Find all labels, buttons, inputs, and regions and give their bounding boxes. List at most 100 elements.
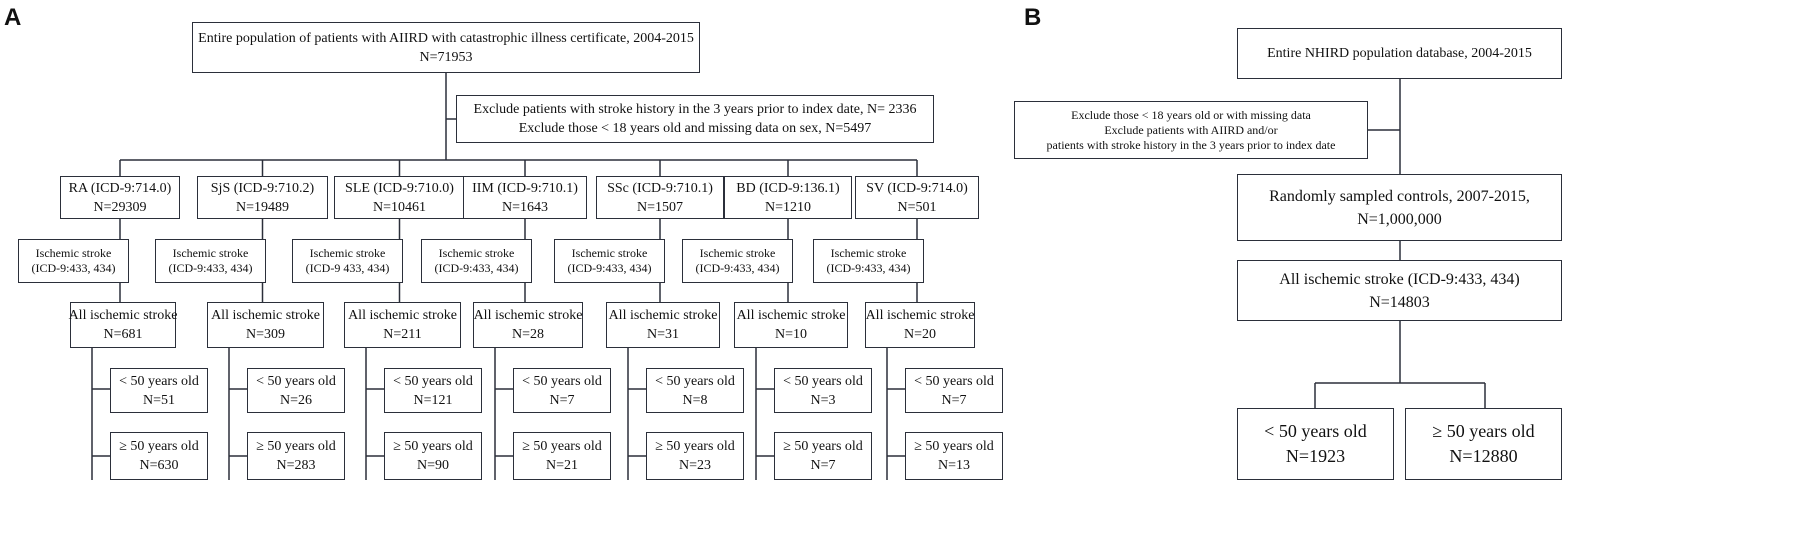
a-group-2-stroke-label-line-2: (ICD-9:433, 434): [168, 261, 253, 275]
a-exclusion-box: Exclude patients with stroke history in …: [456, 95, 934, 143]
a-top-box-line-1: Entire population of patients with AIIRD…: [198, 30, 694, 46]
a-group-1-under50-box-line-2: N=51: [142, 392, 175, 408]
a-group-1-stroke-label-line-1: Ischemic stroke: [35, 246, 112, 260]
a-group-7-over50-box-line-2: N=13: [937, 458, 970, 473]
b-all-stroke-box-line-2: N=14803: [1369, 293, 1430, 311]
a-group-2-stroke-label: Ischemic stroke(ICD-9:433, 434): [155, 239, 266, 283]
a-group-6-over50-box-line-2: N=7: [810, 458, 836, 473]
a-group-5-disease-box: SSc (ICD-9:710.1)N=1507: [596, 176, 724, 219]
a-group-6-disease-box-line-1: BD (ICD-9:136.1): [736, 180, 840, 196]
panel-a-letter: A: [4, 4, 22, 31]
a-group-1-over50-box-line-1: ≥ 50 years old: [119, 439, 199, 454]
a-group-7-over50-box-line-1: ≥ 50 years old: [914, 439, 994, 454]
a-group-3-stroke-label: Ischemic stroke(ICD-9 433, 434): [292, 239, 403, 283]
a-group-2-all-stroke-box-line-1: All ischemic stroke: [211, 308, 320, 323]
a-group-2-disease-box: SjS (ICD-9:710.2)N=19489: [197, 176, 328, 219]
a-group-2-all-stroke-box-line-2: N=309: [245, 327, 285, 342]
a-group-5-under50-box-line-1: < 50 years old: [655, 373, 735, 389]
a-group-4-stroke-label-line-1: Ischemic stroke: [438, 246, 515, 260]
a-top-box: Entire population of patients with AIIRD…: [192, 22, 700, 73]
a-group-7-all-stroke-box-line-2: N=20: [903, 327, 936, 342]
a-group-6-stroke-label-line-2: (ICD-9:433, 434): [695, 261, 780, 275]
b-under50-box-line-2: N=1923: [1285, 446, 1346, 466]
a-group-6-under50-box-line-1: < 50 years old: [783, 373, 863, 389]
a-group-3-disease-box-line-1: SLE (ICD-9:710.0): [345, 180, 454, 196]
a-group-2-under50-box-line-1: < 50 years old: [256, 373, 336, 389]
a-group-3-under50-box-line-2: N=121: [413, 392, 453, 408]
a-group-2-stroke-label-line-1: Ischemic stroke: [172, 246, 249, 260]
a-group-3-all-stroke-box-line-2: N=211: [383, 327, 422, 342]
a-group-4-over50-box-line-2: N=21: [545, 458, 578, 473]
b-all-stroke-box-line-1: All ischemic stroke (ICD-9:433, 434): [1279, 270, 1520, 288]
a-group-3-disease-box-line-2: N=10461: [372, 199, 426, 215]
a-group-3-disease-box: SLE (ICD-9:710.0) N=10461: [334, 176, 465, 219]
a-group-7-stroke-label: Ischemic stroke(ICD-9:433, 434): [813, 239, 924, 283]
a-group-4-disease-box: IIM (ICD-9:710.1)N=1643: [463, 176, 587, 219]
b-over50-box-line-1: ≥ 50 years old: [1432, 421, 1535, 441]
b-top-box: Entire NHIRD population database, 2004-2…: [1237, 28, 1562, 79]
a-group-3-under50-box-line-1: < 50 years old: [393, 373, 473, 389]
a-group-1-disease-box-line-2: N=29309: [93, 199, 147, 215]
a-group-4-disease-box-line-1: IIM (ICD-9:710.1): [472, 180, 578, 196]
a-group-4-all-stroke-box-line-2: N=28: [511, 327, 544, 342]
a-group-1-disease-box-line-1: RA (ICD-9:714.0): [68, 180, 172, 196]
a-group-7-disease-box: SV (ICD-9:714.0)N=501: [855, 176, 979, 219]
a-group-2-disease-box-line-1: SjS (ICD-9:710.2): [210, 180, 315, 196]
a-group-6-over50-box-line-1: ≥ 50 years old: [783, 439, 863, 454]
b-controls-box-line-2: N=1,000,000: [1357, 210, 1442, 228]
a-group-2-over50-box-line-2: N=283: [276, 458, 316, 473]
a-group-3-over50-box-line-1: ≥ 50 years old: [393, 439, 473, 454]
panel-b-letter: B: [1024, 4, 1042, 31]
a-group-7-all-stroke-box-line-1: All ischemic stroke: [865, 308, 975, 323]
a-group-6-all-stroke-box-line-1: All ischemic stroke: [736, 308, 846, 323]
a-group-5-all-stroke-box-line-1: All ischemic stroke: [608, 308, 718, 323]
a-group-5-stroke-label-line-2: (ICD-9:433, 434): [567, 261, 652, 275]
b-exclusion-box-line-3: patients with stroke history in the 3 ye…: [1046, 137, 1336, 152]
a-group-4-under50-box-line-2: N=7: [549, 392, 575, 408]
b-top-box-line-1: Entire NHIRD population database, 2004-2…: [1267, 46, 1532, 61]
a-group-4-under50-box-line-1: < 50 years old: [522, 373, 602, 389]
a-group-7-under50-box-line-1: < 50 years old: [914, 373, 994, 389]
b-exclusion-box: Exclude those < 18 years old or with mis…: [1014, 101, 1368, 159]
a-exclusion-box-line-1: Exclude patients with stroke history in …: [473, 102, 917, 117]
b-all-stroke-box: All ischemic stroke (ICD-9:433, 434) N=14…: [1237, 260, 1562, 321]
a-group-5-all-stroke-box-line-2: N=31: [646, 327, 679, 342]
a-group-1-all-stroke-box-line-1: All ischemic stroke: [68, 308, 178, 323]
a-exclusion-box-line-2: Exclude those < 18 years old and missing…: [518, 121, 872, 136]
a-group-1-under50-box-line-1: < 50 years old: [119, 373, 199, 389]
a-group-4-over50-box-line-1: ≥ 50 years old: [522, 439, 602, 454]
a-group-3-all-stroke-box-line-1: All ischemic stroke: [348, 308, 457, 323]
a-group-3-stroke-label-line-1: Ischemic stroke: [309, 246, 386, 260]
b-under50-box-line-1: < 50 years old: [1264, 421, 1367, 441]
b-exclusion-box-line-2: Exclude patients with AIIRD and/or: [1104, 122, 1278, 137]
a-group-1-all-stroke-box-line-2: N=681: [103, 327, 143, 342]
a-group-4-stroke-label: Ischemic stroke(ICD-9:433, 434): [421, 239, 532, 283]
a-group-4-stroke-label-line-2: (ICD-9:433, 434): [434, 261, 519, 275]
b-controls-box: Randomly sampled controls, 2007-2015,N=1…: [1237, 174, 1562, 241]
a-group-6-stroke-label: Ischemic stroke(ICD-9:433, 434): [682, 239, 793, 283]
a-group-6-under50-box-line-2: N=3: [810, 392, 836, 408]
a-group-2-over50-box-line-1: ≥ 50 years old: [256, 439, 336, 454]
a-group-5-disease-box-line-2: N=1507: [636, 199, 683, 215]
a-group-6-all-stroke-box-line-2: N=10: [774, 327, 807, 342]
b-over50-box-line-2: N=12880: [1449, 446, 1518, 466]
